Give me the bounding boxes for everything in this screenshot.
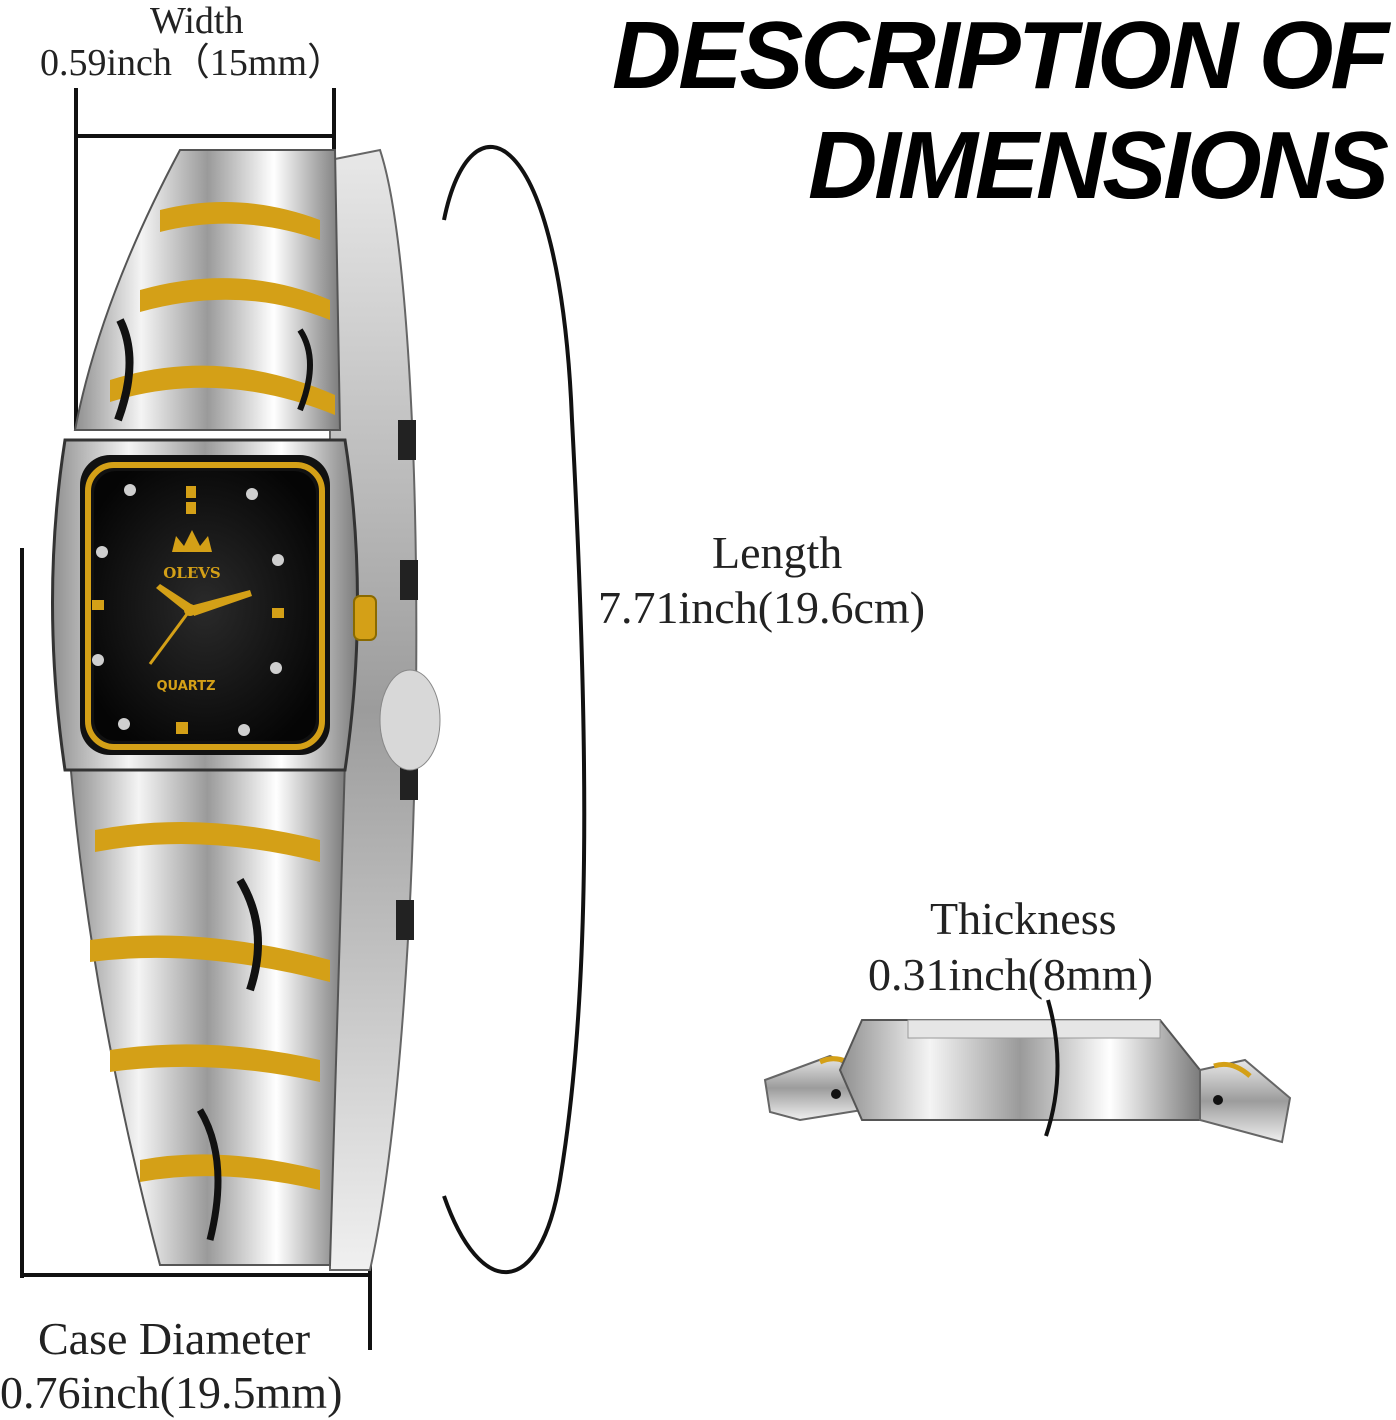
watch-dial: OLEVS QUARTZ	[92, 484, 284, 736]
width-value: 0.59inch（15mm）	[40, 42, 346, 84]
length-arc	[442, 145, 587, 1274]
title-line-1: DESCRIPTION OF	[611, 2, 1389, 109]
length-label: Length	[712, 527, 843, 578]
thickness-value: 0.31inch(8mm)	[868, 949, 1153, 1000]
thickness-bracket	[1044, 999, 1060, 1137]
case-diameter-value: 0.76inch(19.5mm)	[0, 1367, 343, 1418]
dial-quartz-text: QUARTZ	[157, 679, 216, 694]
title-line-2: DIMENSIONS	[807, 112, 1389, 219]
length-value: 7.71inch(19.6cm)	[598, 582, 926, 633]
bracelet-lower	[68, 759, 347, 1266]
crown-logo-icon	[172, 530, 212, 552]
case-diameter-label: Case Diameter	[38, 1313, 311, 1364]
bracelet-upper	[73, 149, 342, 431]
watch-side-view	[763, 999, 1292, 1144]
width-label: Width	[150, 0, 244, 42]
thickness-label: Thickness	[930, 893, 1117, 944]
dial-brand-text: OLEVS	[163, 564, 221, 582]
back-bracelet	[329, 148, 441, 1271]
